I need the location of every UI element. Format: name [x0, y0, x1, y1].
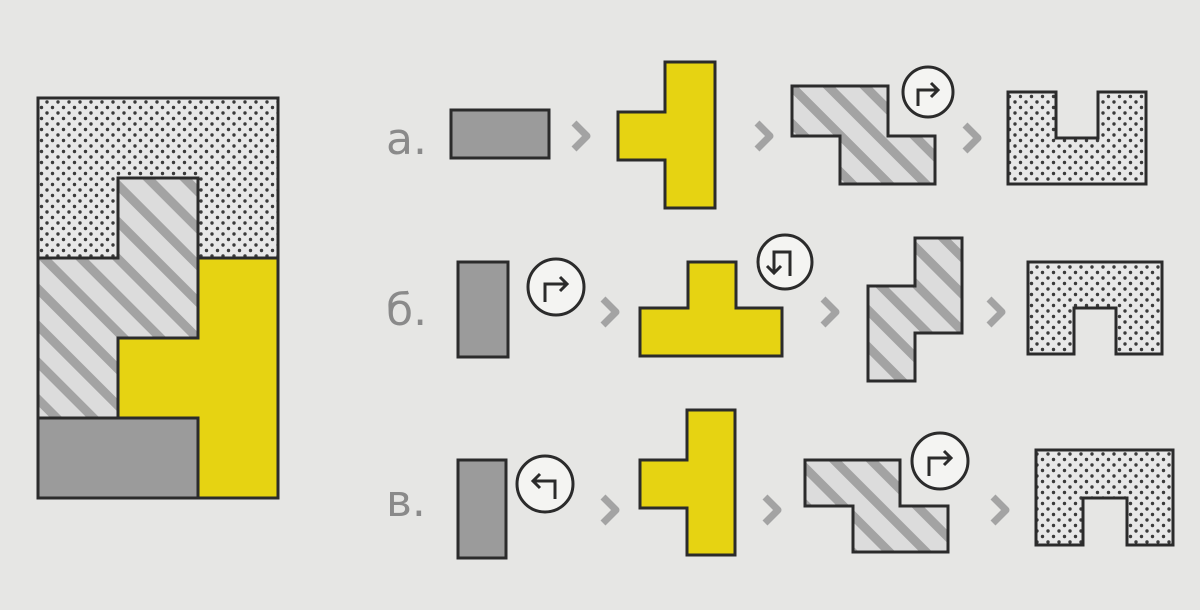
chevron-right-icon	[820, 296, 840, 328]
option-label-a: а.	[386, 114, 427, 165]
option-label-b: б.	[386, 285, 428, 336]
option-row-b	[456, 233, 1164, 383]
turn-right-icon	[901, 65, 955, 119]
dotted-u-shape	[1034, 448, 1175, 547]
chevron-right-icon	[754, 120, 774, 152]
turn-right-icon	[526, 257, 586, 317]
hatched-s-shape	[866, 236, 964, 383]
hatched-s-shape	[790, 84, 937, 186]
turn-left-icon	[515, 454, 575, 514]
chevron-right-icon	[990, 494, 1010, 526]
chevron-right-icon	[600, 494, 620, 526]
chevron-right-icon	[600, 296, 620, 328]
gray-rectangle	[449, 108, 551, 160]
yellow-t-shape	[638, 408, 737, 557]
assembled-gray-rectangle	[36, 416, 200, 500]
assembled-puzzle	[36, 96, 280, 500]
yellow-t-shape	[638, 260, 784, 358]
option-row-a	[449, 60, 1148, 210]
chevron-right-icon	[962, 122, 982, 154]
dotted-u-shape	[1006, 90, 1148, 186]
option-label-c: в.	[386, 476, 426, 527]
gray-rectangle	[456, 260, 510, 359]
dotted-u-shape	[1026, 260, 1164, 356]
hatched-s-shape	[803, 458, 950, 554]
chevron-right-icon	[571, 120, 591, 152]
option-row-c	[456, 408, 1175, 560]
u-turn-icon	[756, 233, 814, 291]
gray-rectangle	[456, 458, 508, 560]
chevron-right-icon	[986, 296, 1006, 328]
turn-right-icon	[910, 431, 970, 491]
yellow-t-shape	[616, 60, 717, 210]
chevron-right-icon	[762, 494, 782, 526]
